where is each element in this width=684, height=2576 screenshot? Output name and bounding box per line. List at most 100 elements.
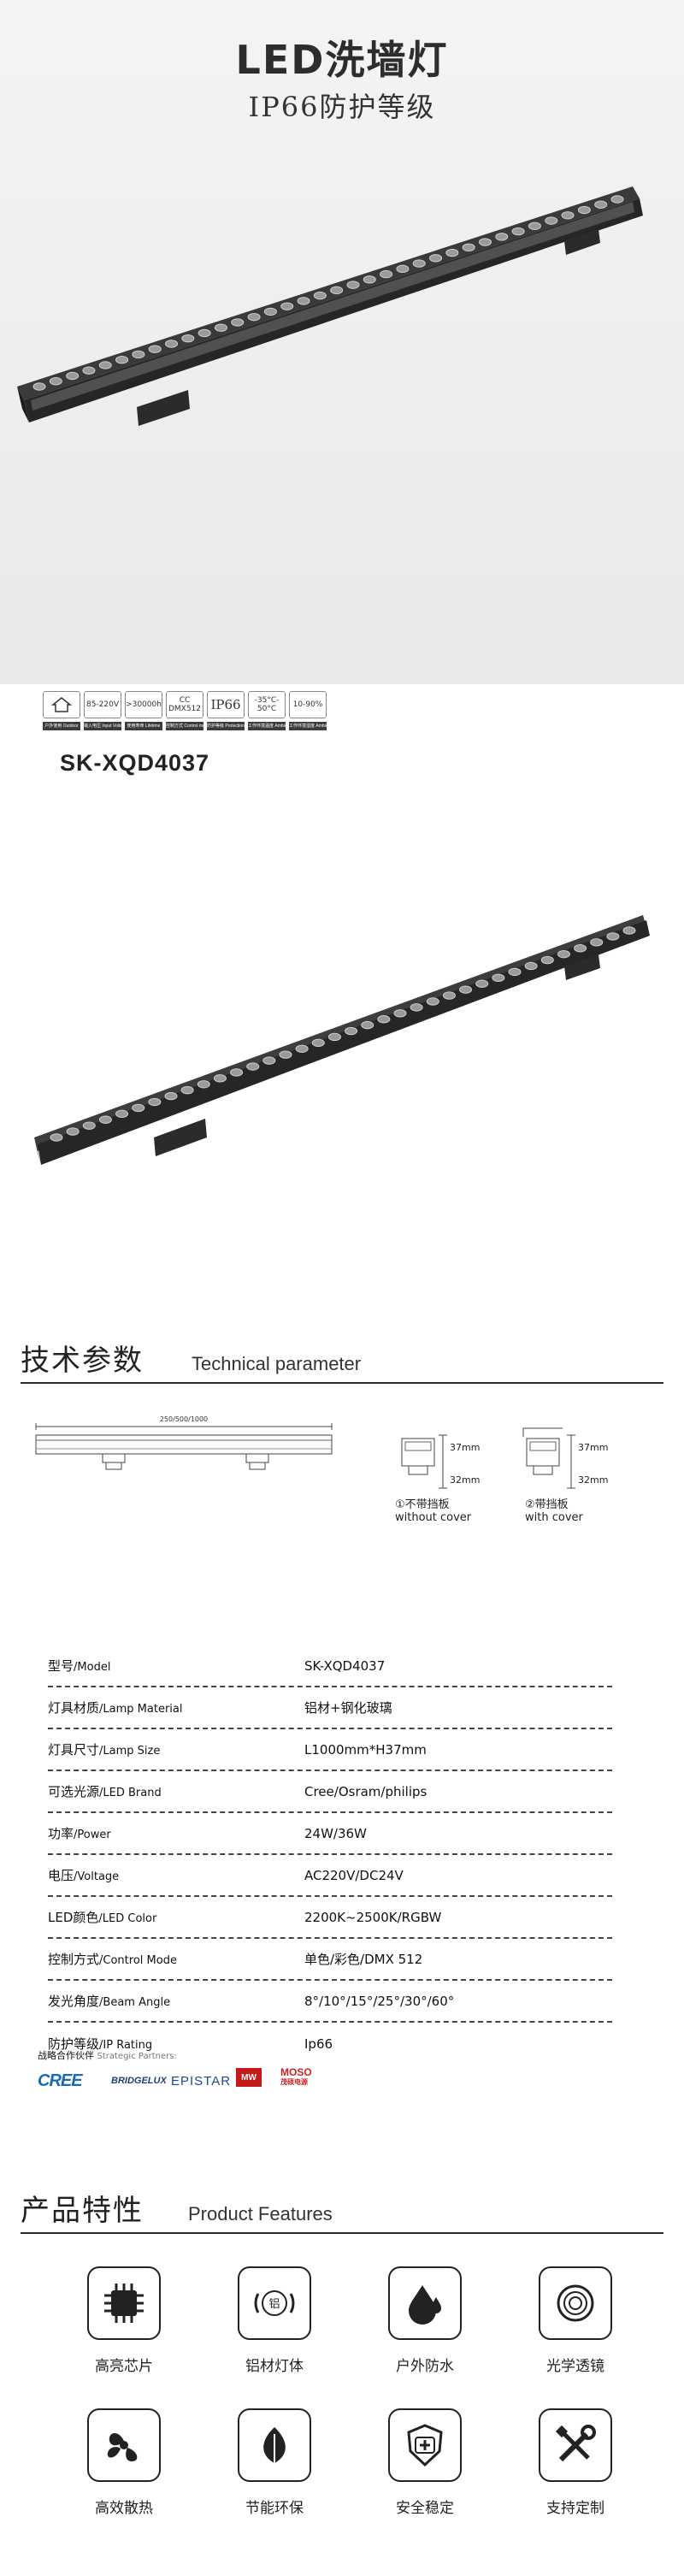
- hero-title: LED洗墙灯: [235, 37, 449, 83]
- param-value: 铝材+钢化玻璃: [304, 1700, 392, 1716]
- led-lens: [508, 967, 522, 977]
- led-lens: [410, 1003, 423, 1012]
- dim-bottom-b: 32mm: [578, 1474, 608, 1486]
- led-lens: [262, 1056, 276, 1065]
- feature-item: 光学透镜: [503, 2266, 648, 2375]
- led-lens: [577, 205, 591, 215]
- param-value: L1000mm*H37mm: [304, 1741, 427, 1758]
- led-lens: [181, 334, 195, 343]
- led-lens: [442, 991, 456, 1000]
- led-lens: [426, 997, 439, 1006]
- led-lens: [327, 1032, 341, 1042]
- led-row: [32, 195, 624, 391]
- param-key-en: Control Mode: [103, 1954, 177, 1967]
- feature-item: 高亮芯片: [51, 2266, 197, 2375]
- led-lens: [115, 1109, 129, 1119]
- feature-item: 安全稳定: [352, 2408, 498, 2517]
- spec-icon-value: -35°C-50°C: [248, 691, 286, 718]
- led-lens: [279, 1050, 292, 1059]
- param-value: Ip66: [304, 2035, 333, 2052]
- partners-label-en: Strategic Partners:: [97, 2052, 177, 2061]
- led-lens: [313, 291, 327, 300]
- led-lens: [561, 211, 575, 220]
- param-value: 2200K~2500K/RGBW: [304, 1909, 442, 1925]
- param-key: 可选光源/LED Brand: [48, 1784, 162, 1799]
- param-key: LED颜色/LED Color: [48, 1910, 157, 1925]
- moso-name: MOSO: [280, 2066, 312, 2078]
- param-key-en: LED Brand: [103, 1787, 162, 1799]
- led-lens: [98, 361, 112, 369]
- led-lens: [345, 1026, 358, 1036]
- param-value: 24W/36W: [304, 1825, 367, 1841]
- wall-washer-image: [17, 186, 643, 426]
- param-key: 防护等级/IP Rating: [48, 2036, 153, 2052]
- param-value: 单色/彩色/DMX 512: [304, 1952, 423, 1967]
- waterproof-icon: [388, 2266, 462, 2340]
- param-key: 灯具尺寸/Lamp Size: [48, 1742, 161, 1758]
- spec-icon-caption: 控制方式 Control mode: [166, 722, 203, 730]
- param-row: 型号/Model SK-XQD4037: [48, 1645, 612, 1687]
- feature-label: 高效散热: [95, 2500, 153, 2517]
- param-key: 控制方式/Control Mode: [48, 1952, 177, 1967]
- param-key-zh: 可选光源: [48, 1784, 100, 1799]
- humidity-icon: 10-90%工作环境湿度 Ambient humidity: [289, 691, 327, 730]
- feature-label: 安全稳定: [396, 2500, 454, 2517]
- cree-logo: CREE: [38, 2071, 83, 2090]
- param-key: 功率/Power: [48, 1826, 111, 1841]
- led-lens: [50, 1133, 63, 1142]
- led-lens: [49, 377, 62, 386]
- spec-icon-caption: 输入电压 Input Voltage: [84, 722, 121, 730]
- led-lens: [82, 1121, 96, 1130]
- led-lens: [246, 1062, 260, 1071]
- led-lens: [66, 1127, 80, 1136]
- partners-label: 战略合作伙伴 Strategic Partners:: [38, 2048, 177, 2062]
- param-row: 功率/Power 24W/36W: [48, 1813, 612, 1855]
- led-lens: [32, 382, 46, 391]
- param-key: 型号/Model: [48, 1658, 111, 1674]
- product-features-heading: 产品特性 Product Features: [21, 2193, 663, 2234]
- led-lens: [557, 949, 570, 959]
- param-key-zh: 电压: [48, 1868, 74, 1883]
- led-lens: [445, 248, 459, 257]
- param-key-en: LED Color: [102, 1912, 157, 1925]
- led-lens: [622, 926, 636, 935]
- feature-label: 高亮芯片: [95, 2358, 153, 2375]
- spec-icon-value: IP66: [207, 691, 245, 718]
- spec-icon-value: [43, 691, 80, 718]
- dim-top-b: 37mm: [578, 1442, 608, 1453]
- led-lens: [492, 973, 505, 983]
- meanwell-logo: MW: [236, 2068, 262, 2087]
- param-value: SK-XQD4037: [304, 1657, 386, 1674]
- led-lens: [459, 985, 473, 994]
- led-lens: [82, 366, 96, 375]
- feature-item: 户外防水: [352, 2266, 498, 2375]
- led-lens: [280, 302, 294, 310]
- moso-sub: 茂硕电源: [280, 2078, 308, 2086]
- model-title: SK-XQD4037: [60, 750, 210, 776]
- led-lens: [545, 216, 558, 225]
- param-row: 灯具尺寸/Lamp Size L1000mm*H37mm: [48, 1729, 612, 1771]
- hero-subtitle: IP66防护等级: [248, 91, 436, 123]
- led-lens: [540, 955, 554, 965]
- tech-heading-en: Technical parameter: [192, 1353, 362, 1374]
- led-lens: [165, 340, 179, 348]
- led-lens: [213, 1074, 227, 1083]
- house-icon: 户外使用 Outdoor: [43, 691, 80, 730]
- led-lens: [462, 243, 475, 252]
- param-key-zh: 灯具材质: [48, 1700, 100, 1716]
- led-lens: [148, 345, 162, 353]
- led-lens: [115, 356, 129, 364]
- param-key-zh: 防护等级: [48, 2036, 100, 2052]
- led-lens: [412, 259, 426, 268]
- feature-label: 节能环保: [245, 2500, 304, 2517]
- led-lens: [606, 932, 620, 941]
- epistar-logo: EPISTAR: [171, 2073, 232, 2089]
- led-lens: [574, 944, 587, 953]
- param-value: AC220V/DC24V: [304, 1867, 404, 1883]
